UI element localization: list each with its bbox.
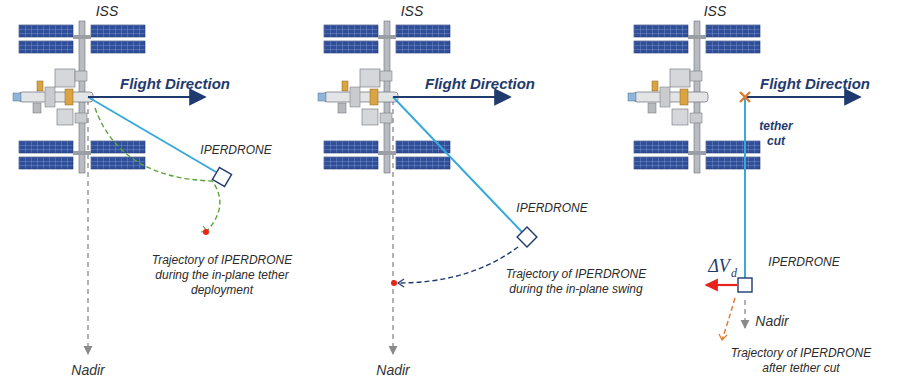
cut-label: tether cut bbox=[753, 119, 799, 149]
trajectory-curve bbox=[95, 108, 220, 231]
drone-label: IPERDRONE bbox=[516, 201, 587, 216]
trajectory-arrowhead bbox=[398, 279, 404, 287]
flight-arrow bbox=[745, 96, 860, 98]
nadir-label: Nadir bbox=[71, 362, 104, 380]
direction-label: Flight Direction bbox=[425, 75, 535, 94]
nadir-label: Nadir bbox=[376, 362, 409, 380]
drone-label: IPERDRONE bbox=[200, 143, 271, 158]
direction-label: Flight Direction bbox=[120, 75, 230, 94]
tether bbox=[744, 97, 746, 278]
nadir-line bbox=[392, 100, 393, 354]
trajectory-arrowhead bbox=[719, 334, 727, 340]
tether bbox=[88, 97, 216, 172]
iperdrone-box bbox=[517, 227, 537, 247]
trajectory-note: Trajectory of IPERDRONE after tether cut bbox=[722, 346, 880, 376]
cut-mark bbox=[740, 92, 750, 102]
end-point bbox=[203, 229, 209, 235]
drone-label: IPERDRONE bbox=[768, 255, 839, 270]
nadir-line bbox=[744, 300, 745, 328]
tether bbox=[393, 97, 522, 232]
flight-arrow bbox=[393, 96, 510, 98]
iss-station bbox=[628, 21, 760, 173]
flight-arrow bbox=[88, 96, 205, 98]
delta-v-label: ΔV bbox=[708, 255, 730, 278]
iperdrone-box bbox=[212, 167, 231, 186]
nadir-line bbox=[87, 100, 88, 354]
end-point bbox=[391, 280, 397, 286]
trajectory-curve bbox=[398, 247, 518, 283]
station-label: ISS bbox=[401, 3, 424, 21]
trajectory-note: Trajectory of IPERDRONE during the in-pl… bbox=[138, 253, 306, 298]
nadir-label: Nadir bbox=[755, 313, 788, 331]
station-label: ISS bbox=[96, 3, 119, 21]
iperdrone-box bbox=[738, 278, 752, 292]
trajectory-curve bbox=[722, 298, 735, 340]
direction-label: Flight Direction bbox=[760, 75, 870, 94]
delta-v-arrow bbox=[706, 284, 737, 286]
delta-v-subscript: d bbox=[731, 266, 737, 281]
trajectory-note: Trajectory of IPERDRONE during the in-pl… bbox=[497, 267, 655, 297]
station-label: ISS bbox=[704, 3, 727, 21]
